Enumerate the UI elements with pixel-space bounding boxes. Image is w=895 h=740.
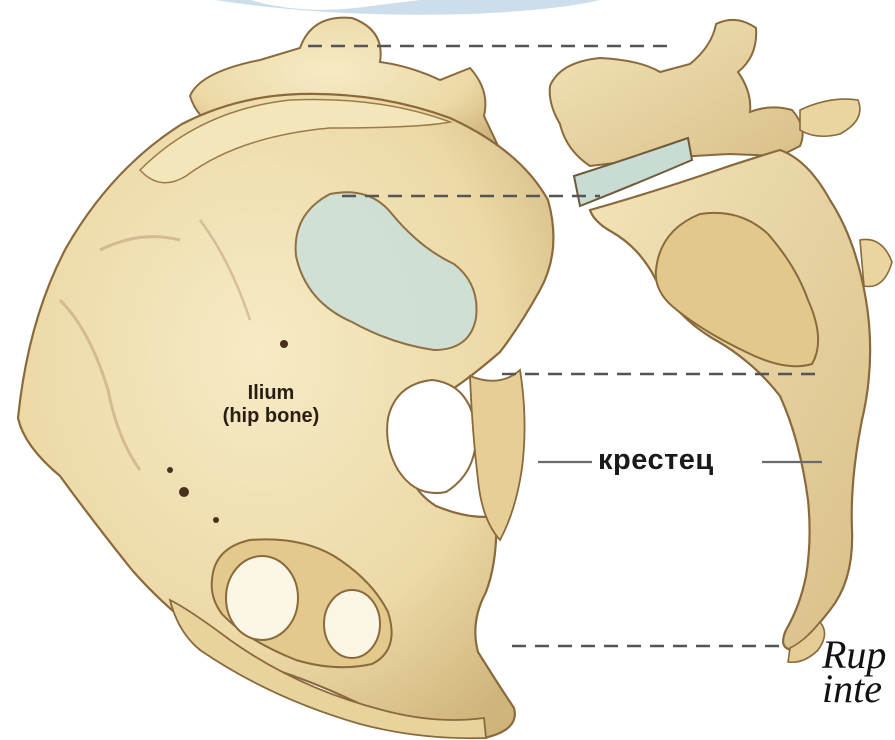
ilium-label-line1: Ilium	[192, 382, 350, 405]
sacrum-side-view	[550, 20, 892, 662]
ilium-label: Ilium (hip bone)	[192, 382, 350, 428]
foramen-dot-1	[179, 487, 189, 497]
left-pelvis	[18, 18, 553, 739]
sacral-edge	[470, 370, 525, 540]
ilium-label-line2: (hip bone)	[192, 405, 350, 428]
foramen-dot-2	[167, 467, 173, 473]
spinous-process-1	[800, 99, 860, 136]
spinous-process-2	[860, 239, 892, 286]
sacrum-label: крестец	[598, 444, 714, 477]
top-banner-edge	[215, 0, 600, 15]
obturator-hole-2	[324, 590, 380, 658]
obturator-hole-1	[226, 556, 298, 640]
foramen-dot-3	[213, 517, 219, 523]
cropped-caption: Rup inte	[822, 638, 886, 706]
caption-line2: inte	[822, 672, 886, 706]
foramen-dot-4	[280, 340, 288, 348]
